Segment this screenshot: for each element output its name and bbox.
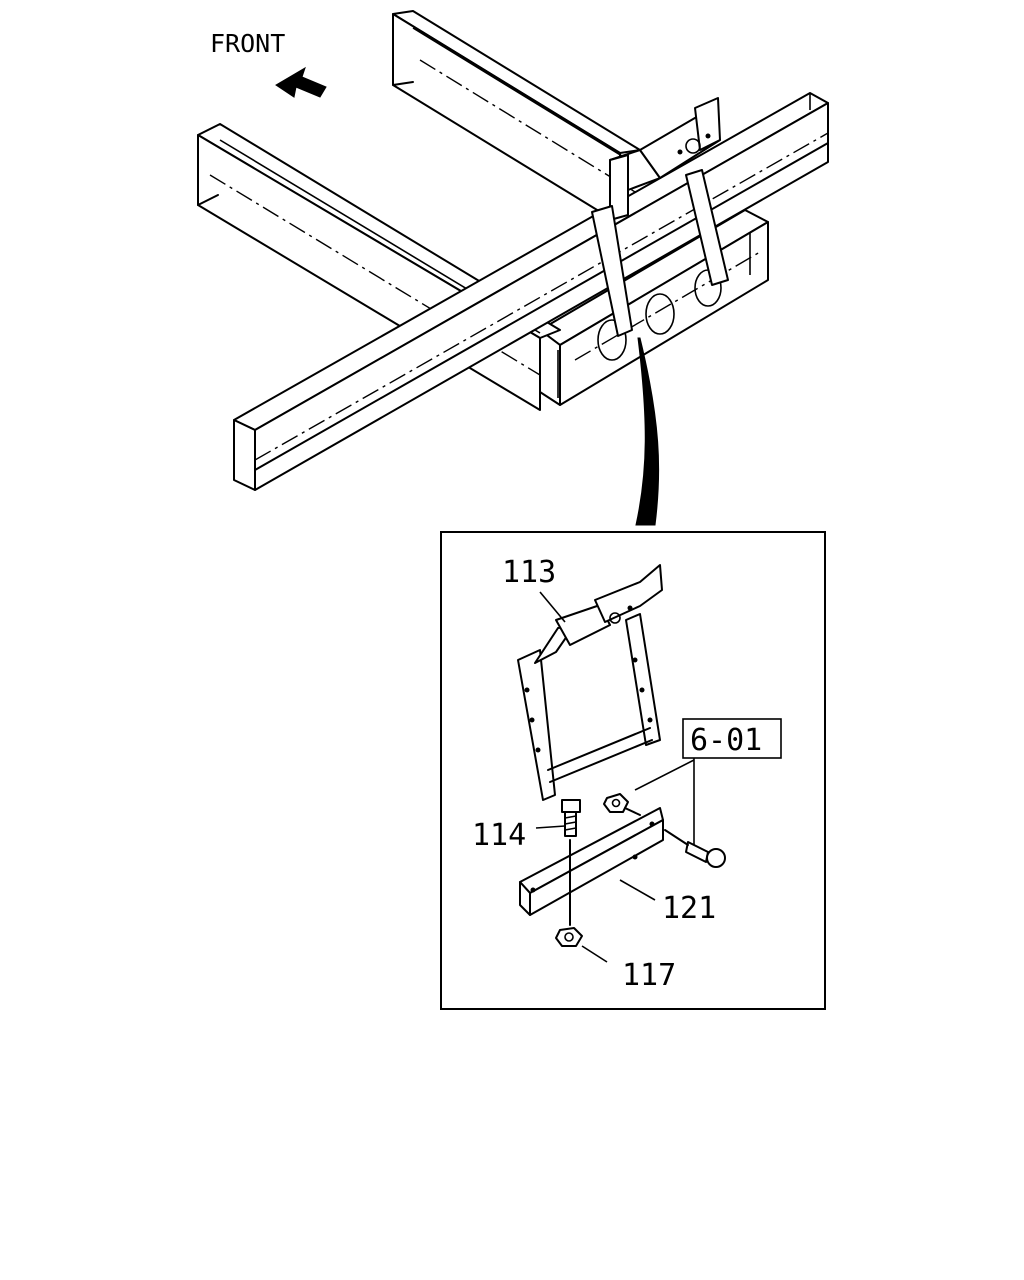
front-label: FRONT	[210, 29, 285, 58]
frame-bracket-113	[591, 97, 729, 337]
bolt-114	[561, 799, 581, 926]
nut-117	[555, 927, 583, 947]
angle-plate-121	[519, 807, 664, 916]
callout-6-01: 6-01	[690, 723, 762, 758]
front-arrow-icon	[275, 66, 327, 98]
long-front-channel	[233, 92, 829, 491]
callout-114: 114	[472, 818, 526, 853]
detail-leader	[635, 337, 660, 526]
reference-hardware-6-01	[603, 793, 726, 868]
bracket-113-detail	[517, 564, 663, 801]
callout-121: 121	[662, 891, 716, 926]
upper-side-rail	[392, 10, 641, 225]
detail-box	[440, 531, 826, 1010]
callout-117: 117	[622, 958, 676, 993]
reference-box	[682, 718, 782, 759]
callout-113: 113	[502, 555, 556, 590]
